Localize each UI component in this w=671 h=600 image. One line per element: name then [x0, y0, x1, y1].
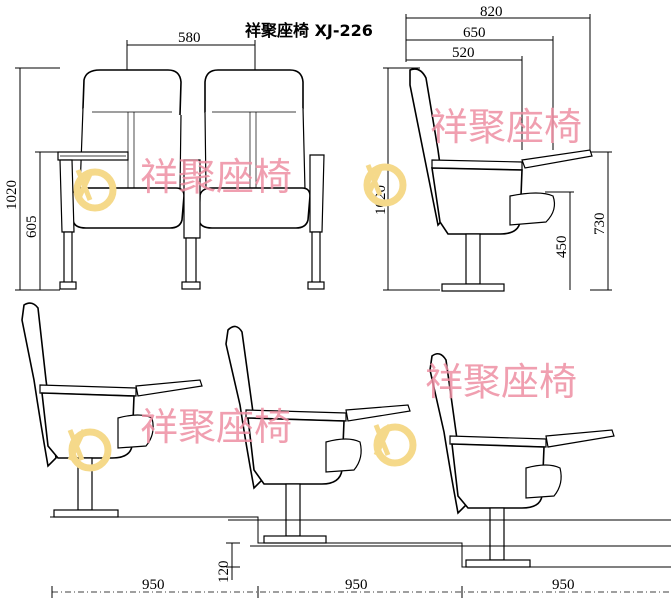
front-height-label: 1020: [4, 180, 20, 210]
watermark-logo-3: [67, 428, 112, 472]
watermark-logo-2: [363, 163, 407, 207]
watermark-text-2: 祥聚座椅: [430, 105, 582, 149]
row-spacing-label-2: 950: [345, 577, 368, 593]
side-seat-height-label: 450: [554, 236, 570, 259]
side-depth-820-label: 820: [480, 4, 503, 20]
tiered-view: 120 950 950 950: [21, 302, 671, 598]
front-width-label: 580: [178, 30, 201, 46]
step-height-label: 120: [216, 561, 232, 584]
watermark-text-4: 祥聚座椅: [425, 360, 577, 404]
watermark-logo-1: [73, 168, 117, 212]
watermark-logo-4: [373, 423, 417, 467]
side-armrest-height-label: 730: [592, 213, 608, 236]
row-spacing-label-3: 950: [552, 577, 575, 593]
watermark-text-3: 祥聚座椅: [140, 405, 292, 449]
watermark-text-1: 祥聚座椅: [140, 155, 292, 199]
drawing-title: 祥聚座椅 XJ-226: [245, 21, 373, 40]
watermark-group: 祥聚座椅 祥聚座椅 祥聚座椅 祥聚座椅: [67, 105, 582, 472]
side-view: 820 650 520 1020 730 450: [373, 4, 612, 292]
side-depth-650-label: 650: [463, 25, 486, 41]
side-depth-520-label: 520: [452, 45, 475, 61]
row-spacing-label-1: 950: [142, 577, 165, 593]
front-seat-height-label: 605: [24, 216, 40, 239]
front-view: 580 1020 605: [4, 30, 325, 291]
